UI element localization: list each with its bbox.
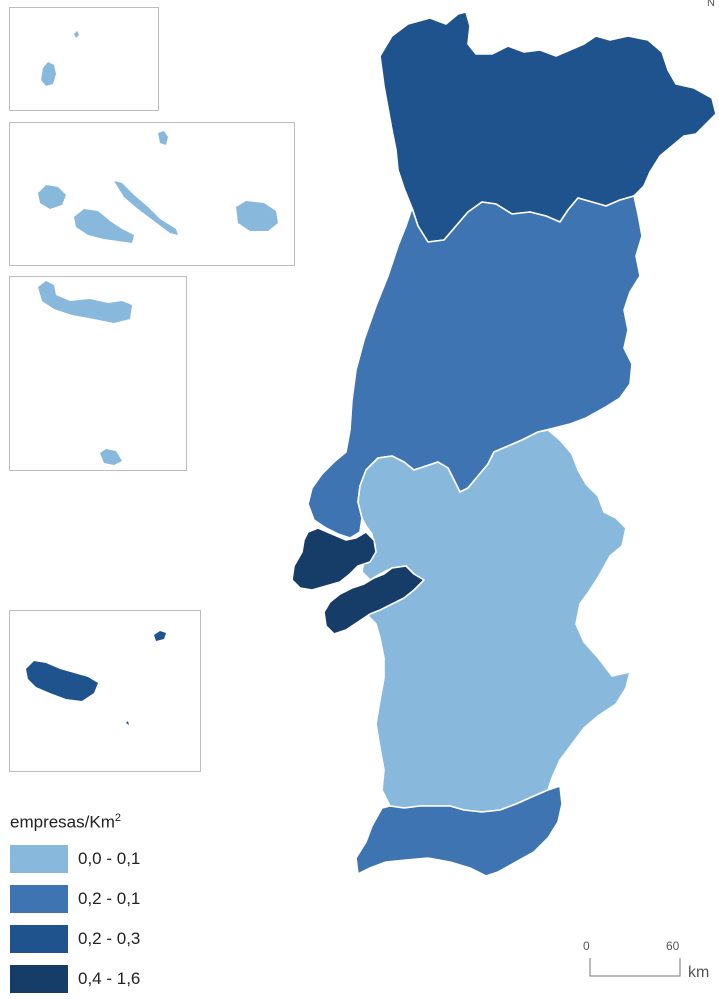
legend-label: 0,2 - 0,1 [78, 888, 141, 908]
legend-label: 0,0 - 0,1 [78, 848, 141, 868]
region-lisboa-south [323, 565, 425, 635]
islet-desertas [126, 721, 129, 725]
legend-title: empresas/Km2 [10, 812, 121, 832]
scale-bar-line [589, 958, 681, 977]
madeira-inset [9, 610, 201, 772]
island-pico [74, 209, 134, 243]
legend-item: 0,4 - 1,6 [10, 959, 140, 999]
azores-western-group-inset [9, 7, 159, 111]
region-norte [379, 11, 717, 243]
azores-eastern-group-inset [9, 276, 187, 471]
island-sao-miguel [38, 281, 132, 323]
island-terceira [236, 201, 278, 231]
legend-swatch [10, 924, 68, 953]
legend-label: 0,4 - 1,6 [78, 968, 141, 988]
scale-end-label: 60 [666, 939, 680, 953]
legend-swatch [10, 844, 68, 873]
island-sao-jorge [114, 181, 178, 235]
region-lisboa-north [291, 527, 377, 591]
scale-start-label: 0 [583, 939, 590, 953]
legend-item: 0,2 - 0,1 [10, 879, 140, 919]
island-santa-maria [100, 449, 122, 465]
azores-central-group-inset [9, 122, 295, 266]
tagus-estuary [338, 566, 364, 592]
island-faial [38, 185, 66, 209]
island-graciosa [158, 131, 168, 145]
island-porto-santo [154, 631, 166, 641]
legend-item: 0,2 - 0,3 [10, 919, 140, 959]
legend-swatch [10, 964, 68, 993]
region-alentejo [357, 429, 631, 813]
legend: empresas/Km2 0,0 - 0,1 0,2 - 0,1 0,2 - 0… [10, 812, 140, 999]
scale-bar: 0 60 km [580, 938, 718, 986]
island-flores [41, 62, 56, 86]
mainland-map [291, 11, 717, 877]
legend-item: 0,0 - 0,1 [10, 839, 140, 879]
scale-unit-label: km [688, 964, 710, 981]
region-algarve [355, 785, 563, 877]
north-label: N [707, 0, 715, 9]
island-corvo [74, 31, 79, 38]
island-madeira [26, 661, 98, 701]
legend-swatch [10, 884, 68, 913]
legend-label: 0,2 - 0,3 [78, 928, 141, 948]
